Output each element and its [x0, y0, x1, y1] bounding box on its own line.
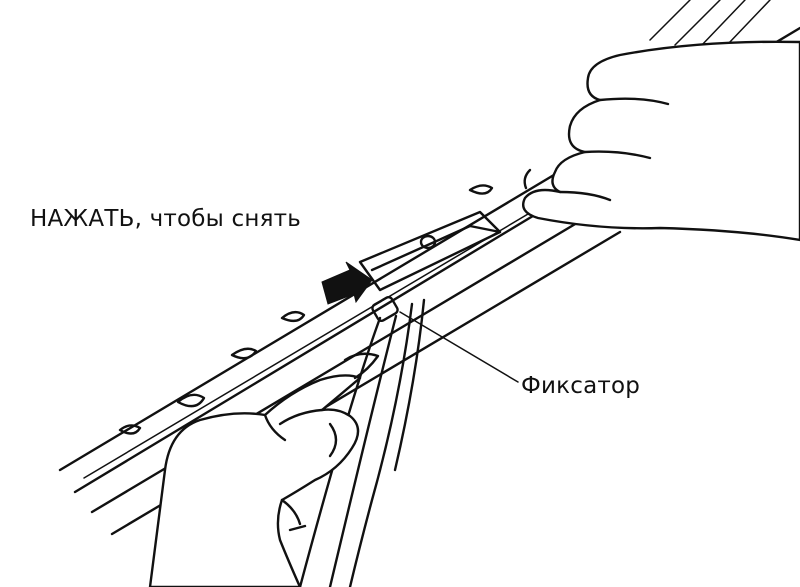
left-hand — [148, 352, 380, 587]
push-arrow-icon — [321, 261, 373, 305]
press-to-remove-label: НАЖАТЬ, чтобы снять — [30, 206, 301, 232]
latch-label: Фиксатор — [521, 373, 641, 399]
right-hand — [521, 40, 800, 242]
blade-clips — [118, 184, 494, 435]
latch-leader-line — [399, 311, 519, 383]
latch-block — [358, 210, 502, 323]
